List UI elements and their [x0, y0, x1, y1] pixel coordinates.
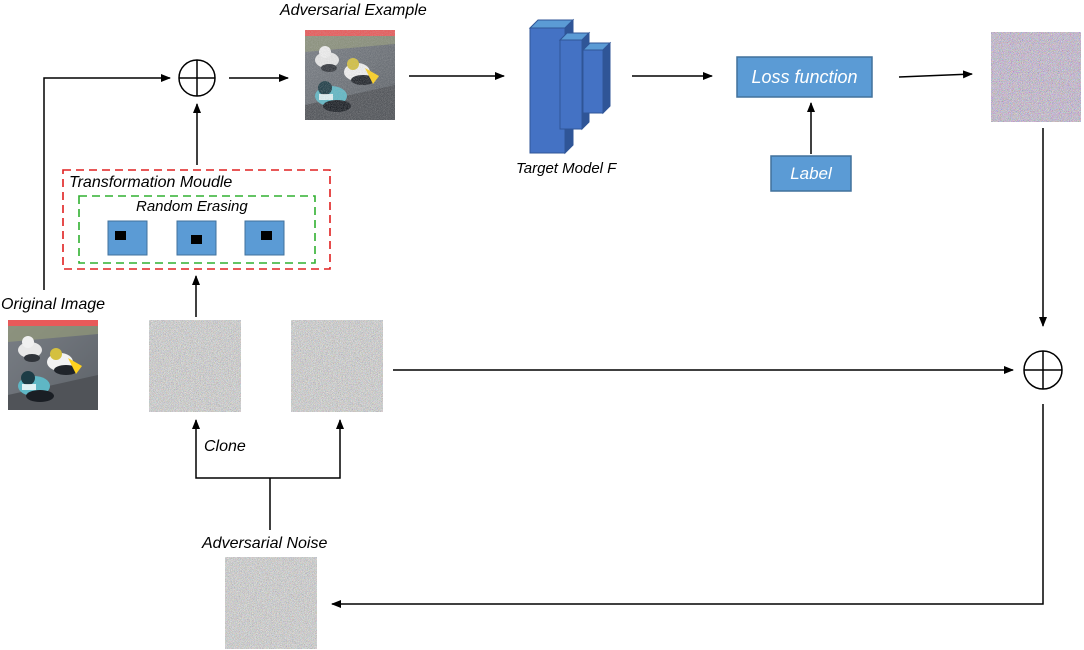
adversarial-example-label: Adversarial Example — [280, 2, 427, 19]
label-text: Label — [790, 164, 832, 183]
arrow-clone-left — [192, 419, 270, 479]
adversarial-noise-image — [225, 557, 317, 649]
arrow-original-to-sum — [43, 74, 171, 290]
transformation-module-label: Transformation Moudle — [69, 174, 233, 191]
sum-node-right — [1023, 350, 1063, 390]
original-image — [8, 320, 98, 410]
clone-noise-image-1 — [149, 320, 241, 412]
transformation-module-border — [62, 169, 331, 270]
arrow-loss-to-gradient — [898, 70, 973, 79]
label-box — [770, 155, 852, 192]
erasing-square — [244, 220, 285, 256]
random-erasing-label: Random Erasing — [136, 198, 248, 215]
target-model-label: Target Model F — [516, 160, 617, 177]
adversarial-example-image — [305, 30, 395, 120]
arrow-clone-right — [270, 419, 344, 479]
clone-label: Clone — [204, 438, 246, 455]
target-model-blocks — [528, 18, 612, 155]
clone-noise-image-2 — [291, 320, 383, 412]
loss-function-box — [736, 56, 873, 98]
original-image-label: Original Image — [1, 296, 106, 313]
arrow-sum-to-adv-noise — [331, 404, 1044, 608]
gradient-noise-image — [991, 32, 1081, 122]
erasing-square — [107, 220, 148, 256]
erasing-square — [176, 220, 217, 256]
random-erasing-border — [78, 195, 316, 264]
adversarial-noise-label: Adversarial Noise — [202, 535, 328, 552]
loss-function-text: Loss function — [751, 67, 858, 87]
sum-node-top — [178, 59, 216, 97]
